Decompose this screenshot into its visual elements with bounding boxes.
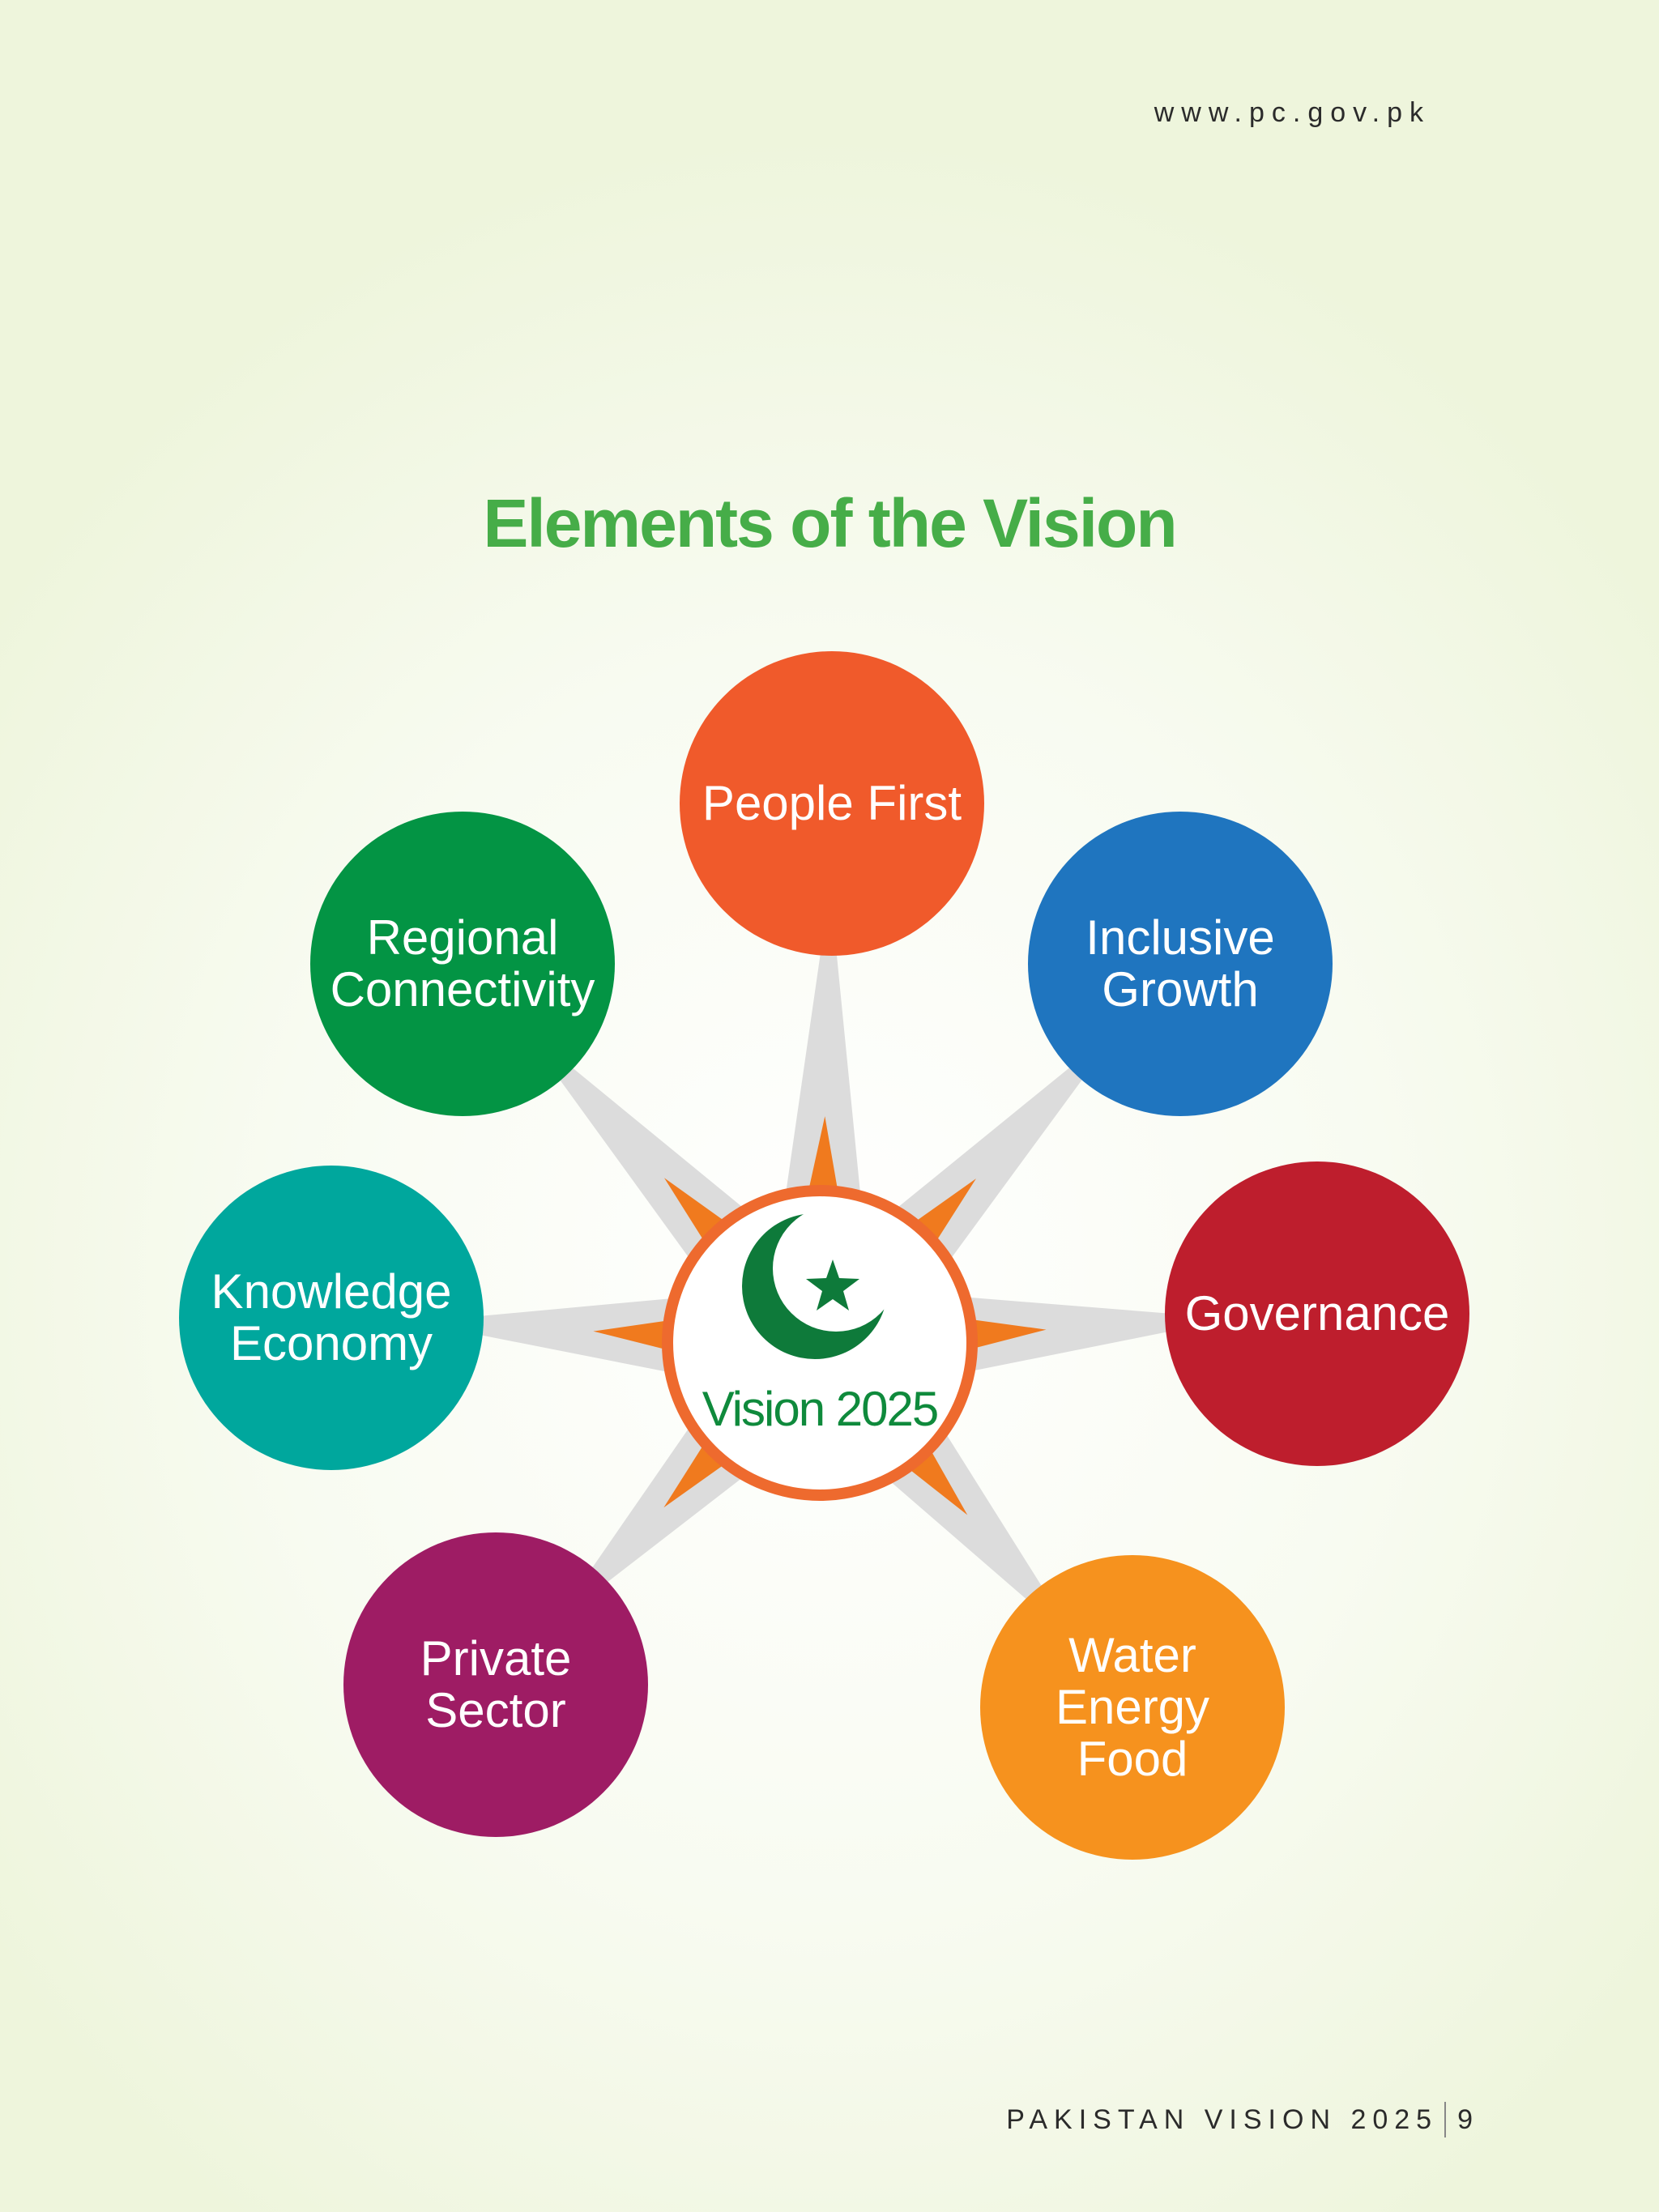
element-governance: Governance	[1165, 1161, 1469, 1466]
element-circle	[1028, 812, 1333, 1116]
element-label: Knowledge	[211, 1264, 452, 1319]
page-number: 9	[1457, 2103, 1473, 2135]
element-label: Connectivity	[331, 962, 595, 1016]
website-url[interactable]: www.pc.gov.pk	[1154, 97, 1431, 128]
element-label: Regional	[367, 910, 559, 965]
publication-title: PAKISTAN VISION 2025	[1006, 2103, 1439, 2135]
element-nodes: People FirstInclusiveGrowthGovernanceWat…	[179, 651, 1469, 1860]
element-label: Private	[420, 1631, 572, 1686]
element-label: Inclusive	[1085, 910, 1274, 965]
element-label: Governance	[1185, 1286, 1450, 1340]
element-people-first: People First	[680, 651, 984, 956]
connector-ray	[953, 1296, 1234, 1375]
element-label: Sector	[425, 1683, 565, 1737]
element-circle	[310, 812, 615, 1116]
element-label: Energy	[1056, 1680, 1209, 1734]
element-circle	[980, 1555, 1285, 1860]
footer-divider	[1444, 2102, 1447, 2137]
crescent-star-icon	[742, 1213, 888, 1359]
element-circle	[179, 1166, 484, 1470]
element-circle	[343, 1532, 648, 1837]
element-label: Economy	[230, 1316, 433, 1370]
connector-ray	[783, 887, 862, 1208]
element-label: People First	[702, 776, 962, 830]
element-label: Food	[1077, 1732, 1188, 1786]
orange-spike	[804, 1116, 841, 1208]
element-label: Growth	[1102, 962, 1258, 1016]
page-title: Elements of the Vision	[483, 485, 1177, 561]
element-circle	[1165, 1161, 1469, 1466]
page-footer: PAKISTAN VISION 2025 9	[1006, 2102, 1473, 2137]
star-icon	[806, 1259, 859, 1311]
element-circle	[680, 651, 984, 956]
center-hub: Vision 2025	[662, 1185, 978, 1501]
element-label: Water	[1068, 1628, 1196, 1682]
center-label: Vision 2025	[702, 1382, 937, 1436]
